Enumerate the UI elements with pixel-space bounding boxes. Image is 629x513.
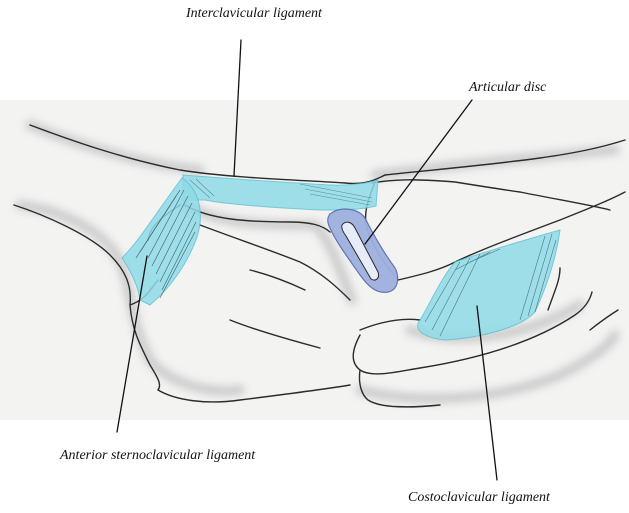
label-interclavicular-ligament: Interclavicular ligament [186,6,322,22]
label-anterior-sternoclavicular-ligament: Anterior sternoclavicular ligament [60,448,255,464]
label-articular-disc: Articular disc [469,80,546,96]
label-costoclavicular-ligament: Costoclavicular ligament [408,490,550,506]
